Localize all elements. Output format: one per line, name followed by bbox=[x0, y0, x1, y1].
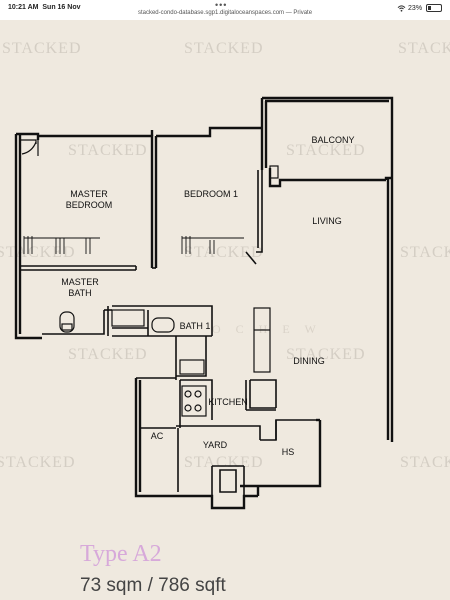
tab-overview-dots[interactable]: ••• bbox=[215, 0, 228, 10]
room-label-balcony: BALCONY bbox=[311, 135, 355, 145]
address-bar[interactable]: stacked-condo-database.sgp1.digitalocean… bbox=[137, 10, 313, 16]
bathroom-fixtures bbox=[59, 309, 207, 417]
room-label-living: LIVING bbox=[312, 216, 342, 226]
battery-icon bbox=[426, 4, 442, 12]
balcony-ledge bbox=[269, 165, 279, 179]
room-label-dining: DINING bbox=[293, 356, 325, 366]
room-label-yard: YARD bbox=[202, 440, 228, 450]
room-label-hs: HS bbox=[281, 447, 295, 457]
room-label-ac: AC bbox=[150, 431, 164, 441]
watermark: STACKED bbox=[184, 244, 264, 261]
watermark: STACKED bbox=[400, 244, 450, 261]
room-label-master-bath: MASTER BATH bbox=[61, 277, 99, 298]
watermark: STACKED bbox=[286, 346, 366, 363]
unit-area: 73 sqm / 786 sqft bbox=[80, 575, 226, 596]
wifi-icon bbox=[397, 4, 408, 12]
room-label-master-bedroom: MASTER BEDROOM bbox=[65, 189, 113, 210]
doors bbox=[20, 139, 39, 156]
status-time: 10:21 AM Sun 16 Nov bbox=[8, 4, 81, 11]
exterior-walls bbox=[14, 96, 394, 510]
room-label-bedroom-1: BEDROOM 1 bbox=[183, 189, 238, 199]
watermark: STACKED bbox=[286, 142, 366, 159]
watermark: STACKED bbox=[184, 40, 264, 57]
room-label-bath-1: BATH 1 bbox=[179, 321, 211, 331]
watermark: STACKED bbox=[68, 346, 148, 363]
watermark-secondary: O C H E W bbox=[212, 322, 322, 336]
watermark: STACKED bbox=[398, 40, 450, 57]
room-label-kitchen: KITCHEN bbox=[208, 397, 248, 407]
status-right: 23% bbox=[397, 4, 442, 12]
watermark: STACKED bbox=[400, 454, 450, 471]
watermark: STACKED bbox=[0, 454, 76, 471]
kitchen-counter bbox=[253, 307, 271, 373]
wardrobe-hatch bbox=[23, 236, 244, 254]
interior-walls bbox=[20, 170, 316, 496]
unit-type-title: Type A2 bbox=[80, 541, 162, 567]
watermark: STACKED bbox=[2, 40, 82, 57]
battery-percent: 23% bbox=[408, 4, 423, 12]
status-bar: 10:21 AM Sun 16 Nov ••• stacked-condo-da… bbox=[0, 0, 450, 20]
watermark: STACKED bbox=[68, 142, 148, 159]
